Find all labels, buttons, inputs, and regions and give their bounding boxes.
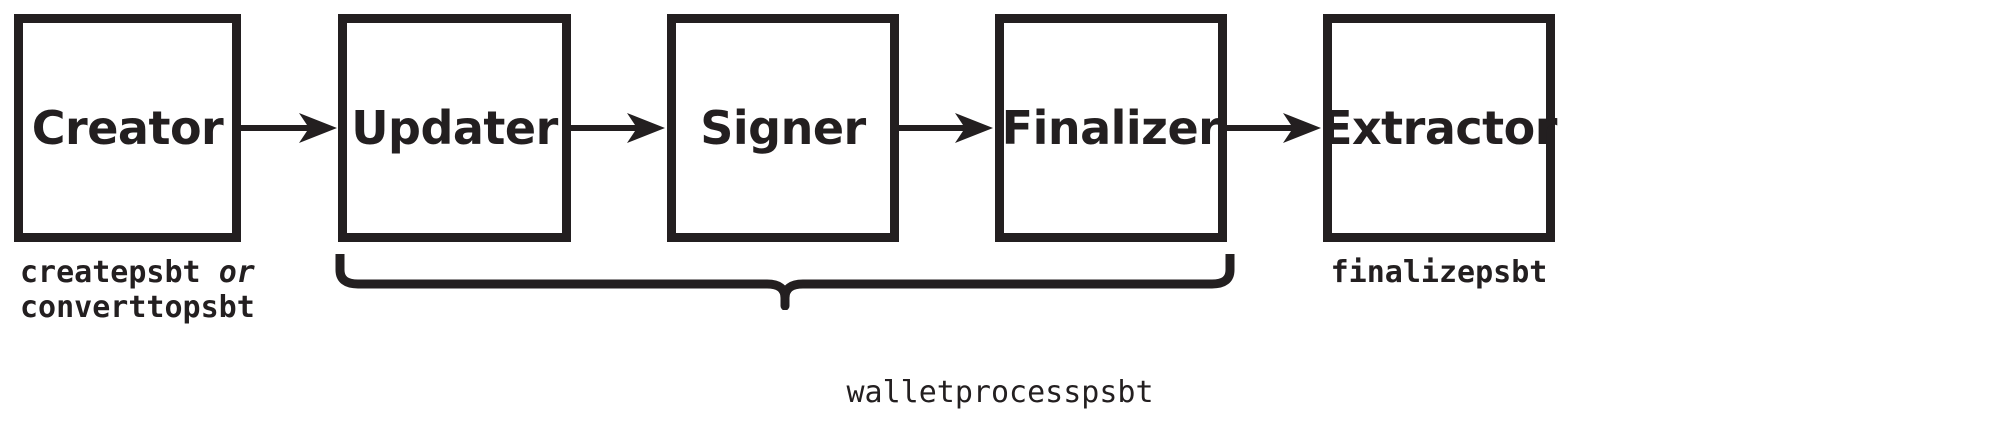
stage-box-label: Finalizer: [1001, 101, 1221, 155]
stage-box-signer[interactable]: Signer: [667, 14, 899, 242]
stage-box-label: Updater: [351, 101, 558, 155]
stage-box-extractor[interactable]: Extractor: [1321, 14, 1557, 242]
caption-creator: createpsbt or converttopsbt: [20, 255, 255, 326]
arrow-signer-to-finalizer: [899, 113, 993, 143]
caption-creator-line2: converttopsbt: [20, 290, 255, 326]
stage-box-label: Creator: [31, 101, 224, 155]
arrow-creator-to-updater: [241, 113, 337, 143]
stage-box-creator[interactable]: Creator: [14, 14, 241, 242]
caption-extractor-command: finalizepsbt: [1330, 255, 1548, 290]
caption-creator-line1: createpsbt or: [20, 255, 255, 290]
stage-box-updater[interactable]: Updater: [338, 14, 571, 242]
caption-creator-command-1: createpsbt: [20, 255, 201, 290]
stage-box-finalizer[interactable]: Finalizer: [995, 14, 1227, 242]
caption-extractor: finalizepsbt: [1323, 255, 1555, 290]
group-brace: [335, 254, 1235, 310]
arrow-finalizer-to-extractor: [1227, 113, 1321, 143]
arrow-updater-to-signer: [571, 113, 665, 143]
stage-box-label: Signer: [700, 101, 866, 155]
caption-brace-command: walletprocesspsbt: [846, 375, 1154, 410]
caption-walletprocesspsbt: walletprocesspsbt: [585, 375, 1415, 410]
caption-creator-or: or: [218, 255, 255, 290]
stage-box-label: Extractor: [1321, 101, 1557, 155]
